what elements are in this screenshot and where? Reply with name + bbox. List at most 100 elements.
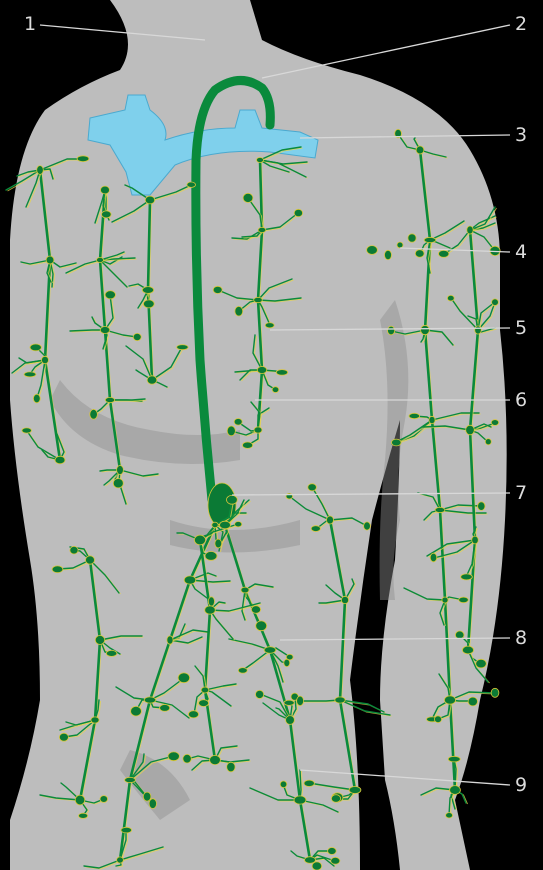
lymph-node [256,621,267,631]
lymph-node [328,848,337,855]
lymph-node [304,780,314,786]
lymph-node [254,297,263,302]
lymph-node [75,795,85,805]
lymph-node [327,516,334,524]
callout-3: 3 [515,124,527,146]
callout-9: 9 [515,774,527,796]
lymph-node [188,711,198,718]
lymph-node [24,372,36,377]
lymph-node [79,813,88,818]
lymph-node [70,546,78,554]
lymph-node [397,242,403,248]
lymph-node [105,291,115,299]
lymph-node [117,857,124,863]
lymph-node [95,636,104,645]
lymph-node [335,697,345,703]
lymph-node [492,299,499,306]
lymph-node [33,394,40,403]
callout-4: 4 [515,241,527,263]
lymph-node [434,716,441,723]
lymph-node [235,522,242,527]
lymph-node [251,606,260,614]
lymph-node [183,754,191,763]
lymph-node [46,256,54,264]
lymph-node [429,416,435,423]
lymph-node [450,786,461,795]
lymph-node [444,696,455,704]
lymph-node [476,659,487,668]
lymph-node [448,756,460,762]
lymph-node [238,668,247,674]
lymph-node [311,526,320,532]
callout-6: 6 [515,389,527,411]
lymph-node [187,182,196,187]
lymph-node [435,507,445,512]
lymph-node [468,697,477,706]
lymph-node [243,193,253,202]
lymph-node [286,716,295,725]
lymph-node [102,211,112,218]
lymph-node [133,333,141,340]
lymph-node [341,596,348,603]
lymph-node [446,813,453,818]
lymph-node [264,647,276,654]
lymph-vessel [300,770,301,800]
lymph-node [201,687,209,693]
lymph-node [208,597,214,606]
lymph-node [143,792,151,801]
lymph-node [30,344,41,351]
lymph-node [142,287,153,294]
lymph-node [439,250,449,257]
lymph-node [167,636,173,644]
lymph-node [101,186,110,194]
lymph-node [416,146,424,154]
lymph-node [257,367,267,374]
lymph-node [408,234,416,242]
lymph-node [160,705,170,712]
lymph-node [210,755,221,764]
lymph-node [276,370,287,376]
lymph-node [491,688,499,697]
lymph-node [475,326,482,334]
lymph-node [22,428,32,433]
lymph-node [178,673,190,683]
lymph-node [37,166,44,175]
lymph-node [227,426,235,436]
lymph-node [243,442,253,448]
lymph-node [42,356,49,363]
lymph-node [168,752,179,761]
lymph-node [256,690,264,698]
callout-2: 2 [515,13,527,35]
lymph-node [442,597,448,603]
lymph-node [227,762,235,772]
lymph-node [491,420,498,426]
lymph-node [52,566,63,573]
lymph-node [97,257,104,262]
lymph-node [258,227,266,232]
lymph-node [145,196,154,204]
lymph-node [147,376,157,384]
lymph-node [472,536,479,544]
lymph-node [367,246,378,255]
lymph-node [121,827,132,833]
lymph-node [430,553,437,562]
lymph-node [312,862,322,870]
lymph-node [294,209,302,216]
lymph-node [294,796,306,804]
lymph-node [331,795,340,803]
lymph-node [234,419,242,426]
lymph-node [213,286,222,293]
lymph-node [388,326,395,335]
lymph-node [349,787,361,794]
lymph-node [467,226,473,234]
lymph-node [199,700,209,707]
lymph-node [106,650,117,656]
lymph-node [254,427,262,433]
lymph-node [392,439,402,446]
lymph-node [447,295,454,301]
lymph-node [90,409,98,419]
lymph-node [415,250,424,258]
lymph-node [215,539,222,548]
lymph-node [205,606,216,614]
